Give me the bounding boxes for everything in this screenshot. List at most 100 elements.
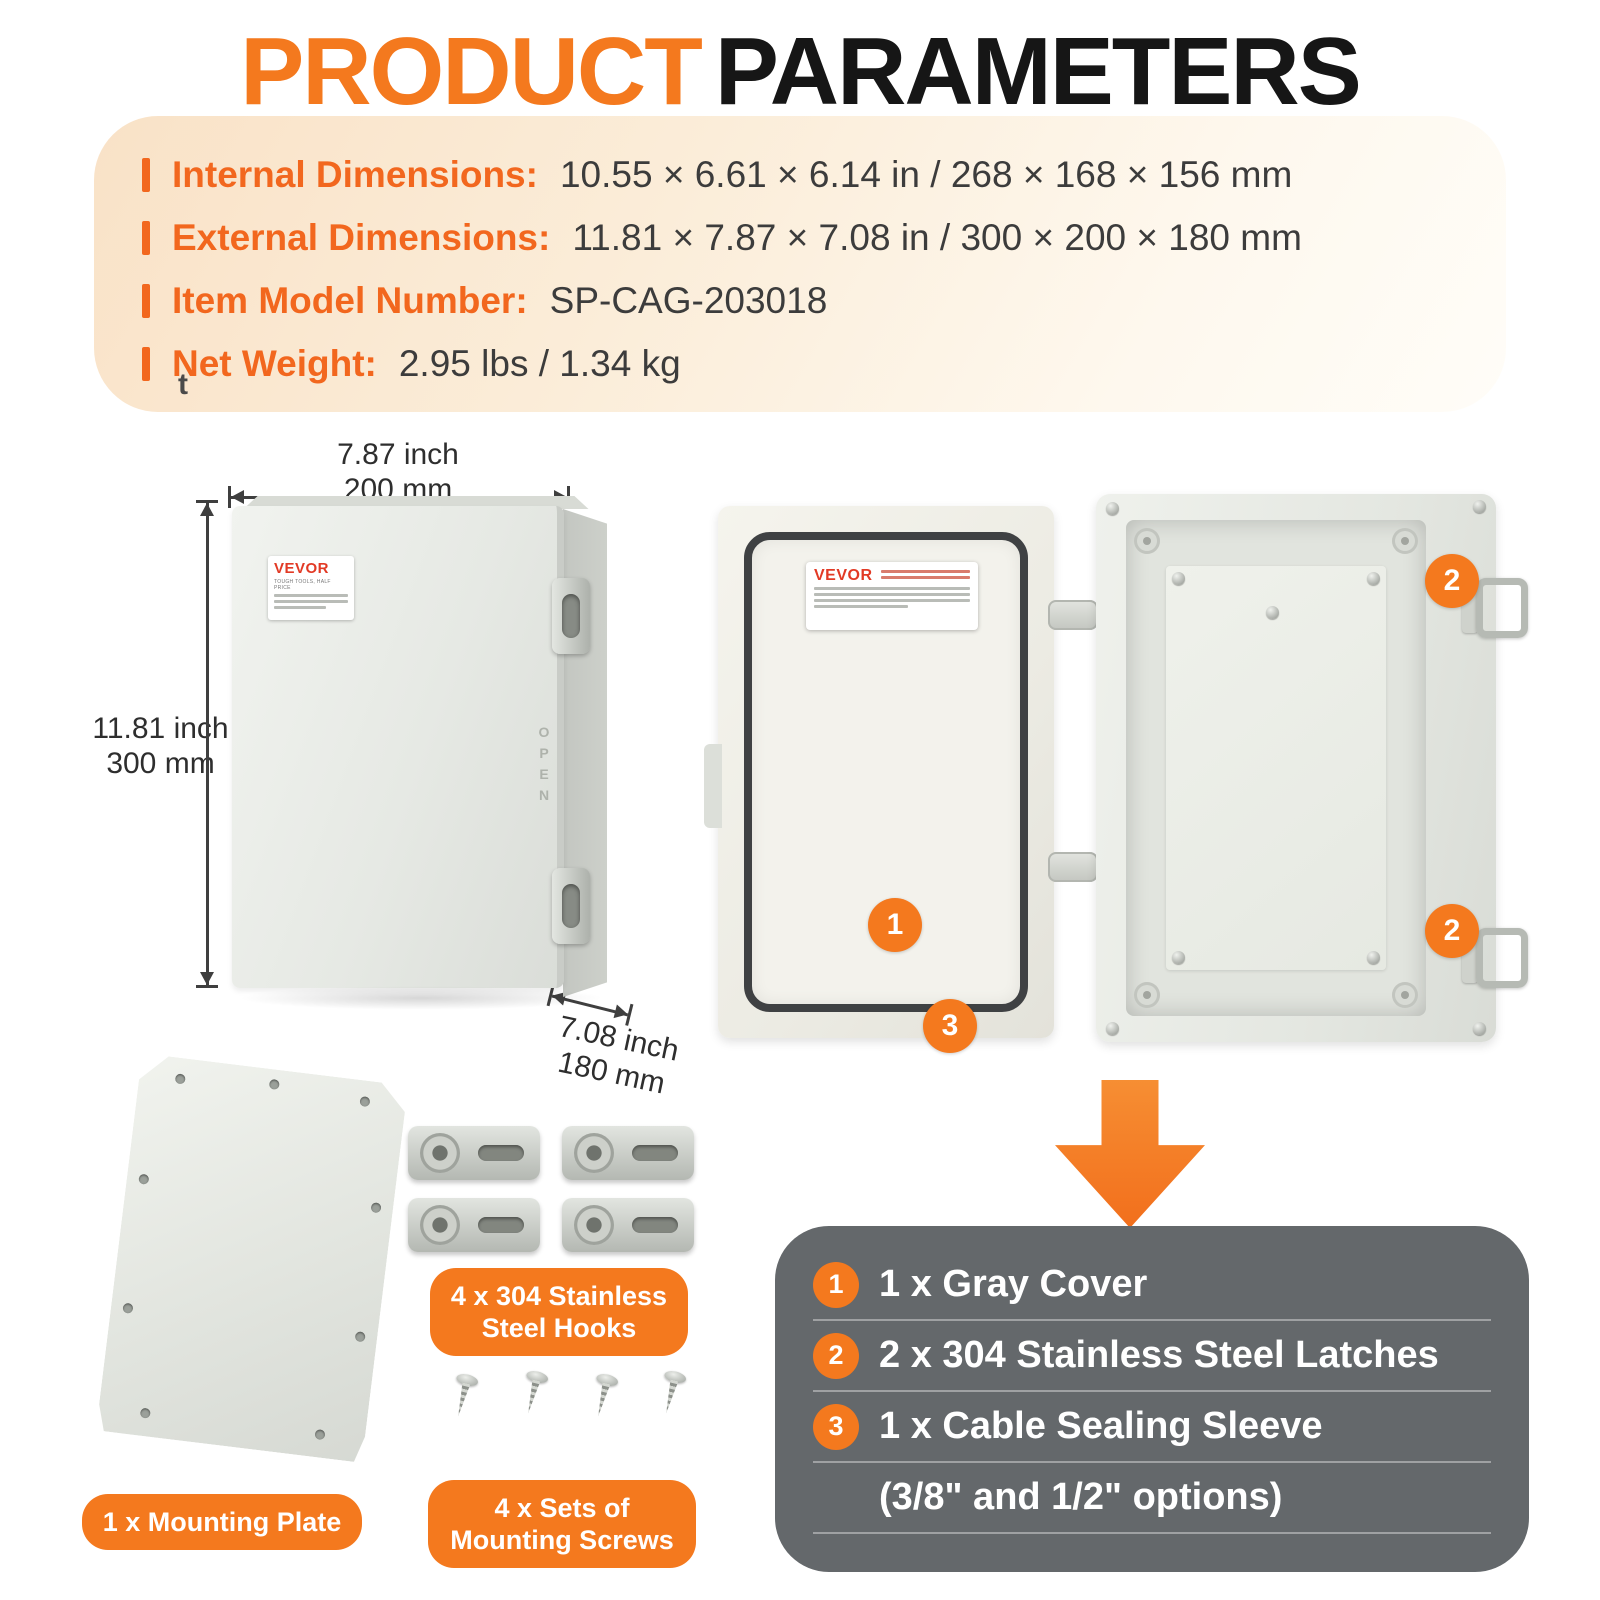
screw-hole (359, 1096, 370, 1107)
item-number-circle: 3 (813, 1403, 859, 1450)
spec-panel: Internal Dimensions: 10.55 × 6.61 × 6.14… (94, 116, 1506, 412)
vevor-tagline: TOUGH TOOLS, HALF PRICE (274, 579, 331, 591)
accessory-mounting-plate (96, 1053, 408, 1463)
stainless-hook (408, 1198, 540, 1252)
label-top-row: VEVOR (814, 568, 970, 584)
closed-box-top-face (243, 496, 589, 509)
item-number-circle: 2 (813, 1332, 859, 1379)
standoff-post (1392, 982, 1418, 1008)
spec-value: 2.95 lbs / 1.34 kg (398, 343, 681, 384)
plate-screw (1367, 951, 1380, 964)
latch-slot (562, 884, 580, 928)
spec-row-internal-dimensions: Internal Dimensions: 10.55 × 6.61 × 6.14… (142, 152, 1506, 198)
label-fine-print-bar (814, 593, 970, 596)
screw-hole (314, 1429, 325, 1440)
stainless-hook (562, 1198, 694, 1252)
callout-2-latch-top: 2 (1425, 554, 1479, 608)
included-item-cable-sleeve: 3 1 x Cable Sealing Sleeve (813, 1392, 1491, 1463)
title-word-product: PRODUCT (240, 18, 703, 125)
label-fine-print-bar (274, 606, 326, 609)
spec-row-net-weight: Net Weight: 2.95 lbs / 1.34 kg (142, 341, 1506, 387)
label-fine-print-bar (880, 576, 970, 579)
standoff-post (1134, 528, 1160, 554)
box-cavity (1126, 520, 1426, 1016)
stray-text: t (178, 368, 188, 401)
item-note-text: (3/8" and 1/2" options) (879, 1476, 1283, 1518)
closed-box-shadow (238, 986, 604, 1010)
screw-shaft (662, 1379, 678, 1414)
screw-hole (370, 1202, 381, 1213)
stainless-hook (408, 1126, 540, 1180)
height-mm: 300 mm (106, 746, 215, 780)
vevor-product-label: VEVOR TOUGH TOOLS, HALF PRICE (268, 556, 354, 620)
item-number-circle: 1 (813, 1261, 859, 1308)
label-fine-print-bar (880, 570, 970, 573)
spec-bullet-bar (142, 158, 150, 192)
spec-bullet-bar (142, 221, 150, 255)
mounting-screw (447, 1372, 480, 1422)
item-text: 2 x 304 Stainless Steel Latches (879, 1334, 1439, 1376)
screw-hole (140, 1408, 151, 1419)
vevor-logo: VEVOR (274, 560, 330, 577)
screw-hole (138, 1174, 149, 1185)
badge-stainless-hooks: 4 x 304 Stainless Steel Hooks (430, 1268, 688, 1356)
rim-screw (1473, 1022, 1486, 1035)
mounting-screw (655, 1369, 688, 1419)
spec-label: Net Weight: (172, 343, 377, 384)
latch-bail (1476, 578, 1528, 638)
spec-value: SP-CAG-203018 (549, 280, 828, 321)
rim-screw (1106, 502, 1119, 515)
standoff-post (1392, 528, 1418, 554)
label-fine-print-bar (274, 600, 348, 603)
spec-label: Internal Dimensions: (172, 154, 538, 195)
closed-box-latch-top (546, 578, 596, 654)
rim-screw (1473, 500, 1486, 513)
label-fine-print-bar (814, 587, 970, 590)
title-word-parameters: PARAMETERS (714, 18, 1362, 125)
hinge-bottom (1048, 852, 1098, 882)
badge-mounting-screws: 4 x Sets of Mounting Screws (428, 1480, 696, 1568)
screw-hole (355, 1331, 366, 1342)
screw-hole (175, 1073, 186, 1084)
stainless-hook (562, 1126, 694, 1180)
screw-hole (122, 1303, 133, 1314)
cover-spec-label: VEVOR (806, 562, 978, 630)
internal-mounting-plate (1166, 566, 1386, 970)
spec-row-external-dimensions: External Dimensions: 11.81 × 7.87 × 7.08… (142, 215, 1506, 261)
arrow-line (205, 503, 209, 985)
standoff-post (1134, 982, 1160, 1008)
badge-mounting-plate: 1 x Mounting Plate (82, 1494, 362, 1550)
included-items-panel: 1 1 x Gray Cover 2 2 x 304 Stainless Ste… (775, 1226, 1529, 1572)
open-embossed-text: OPEN (536, 724, 552, 808)
callout-2-latch-bottom: 2 (1425, 904, 1479, 958)
label-fine-print-bar (814, 599, 970, 602)
spec-value: 10.55 × 6.61 × 6.14 in / 268 × 168 × 156… (559, 154, 1293, 195)
cover-latch-tab (704, 744, 722, 828)
screw-shaft (524, 1379, 540, 1414)
vevor-logo: VEVOR (814, 567, 873, 584)
latch-bail (1476, 928, 1528, 988)
item-text: 1 x Gray Cover (879, 1263, 1148, 1305)
screw-shaft (454, 1382, 470, 1417)
closed-box-latch-bottom (546, 868, 596, 944)
spec-bullet-bar (142, 284, 150, 318)
plate-screw (1266, 606, 1279, 619)
plate-screw (1367, 572, 1380, 585)
down-arrow (1055, 1080, 1205, 1228)
mounting-screw (517, 1369, 550, 1419)
spec-rows: Internal Dimensions: 10.55 × 6.61 × 6.14… (94, 116, 1506, 387)
rim-screw (1106, 1022, 1119, 1035)
screw-hole (269, 1079, 280, 1090)
spec-label: Item Model Number: (172, 280, 528, 321)
label-red-text-bars (880, 568, 970, 579)
callout-3-cable-sleeve: 3 (923, 999, 977, 1053)
width-inches: 7.87 inch (337, 438, 459, 471)
included-item-gray-cover: 1 1 x Gray Cover (813, 1250, 1491, 1321)
included-item-options-note: (3/8" and 1/2" options) (813, 1463, 1491, 1534)
width-dimension-label: 7.87 inch 200 mm (268, 438, 528, 507)
open-cover: VEVOR (704, 506, 1054, 1038)
height-dimension-arrow (196, 500, 218, 988)
